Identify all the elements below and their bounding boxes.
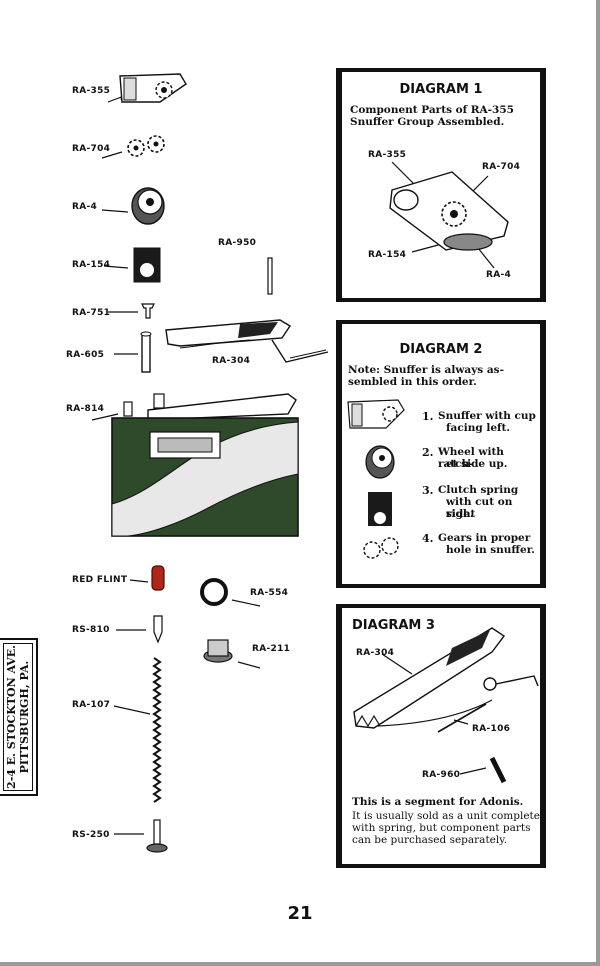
rivet-part-drawing [108,303,155,319]
diagram-3-label-ra-960: RA-960 [422,770,461,780]
stamp-line-2: PITTSBURGH, PA. [18,660,31,774]
lighter-body-drawing [91,393,299,537]
diagram-1-label-ra-704: RA-704 [482,162,521,172]
label-rs-810: RS-810 [72,625,110,635]
washer-drawing [200,578,261,607]
page-number: 21 [287,903,313,924]
flint-spring-cap-drawing [116,615,163,644]
diagram-3-segment-drawing [353,627,539,784]
diagram-3-caption-4: can be purchased separately. [352,834,508,846]
step-1-number: 1. [422,410,434,423]
label-red-flint: RED FLINT [72,575,128,585]
diagram-3-box: DIAGRAM 3 RA-304 RA-106 RA-960 This is a… [336,604,546,868]
diagram-3-label-ra-304: RA-304 [356,648,395,658]
diagram-3-caption-2: It is usually sold as a unit complete [352,810,540,822]
label-ra-605: RA-605 [66,350,105,360]
flint-screw-drawing [114,819,168,853]
diagram-3-label-ra-106: RA-106 [472,724,511,734]
diagram-1-caption-2: Snuffer Group Assembled. [350,116,505,128]
address-stamp-text: 2-4 E. STOCKTON AVE. PITTSBURGH, PA. [5,645,31,789]
label-ra-107: RA-107 [72,700,111,710]
step-2-number: 2. [422,446,434,459]
diagram-2-note-1: Note: Snuffer is always as- [348,364,504,376]
tube-part-drawing [114,331,152,373]
diagram-1-label-ra-4: RA-4 [486,270,512,280]
address-stamp-frame [3,643,33,791]
address-stamp: 2-4 E. STOCKTON AVE. PITTSBURGH, PA. [0,638,38,796]
step-3-line-2: with cut on right [446,496,513,520]
diagram-2-parts-drawing [347,399,405,559]
coil-spring-drawing [113,657,162,803]
label-ra-211: RA-211 [252,644,291,654]
stamp-line-1: 2-4 E. STOCKTON AVE. [5,645,18,789]
label-ra-751: RA-751 [72,308,111,318]
label-ra-154: RA-154 [72,260,111,270]
gears-part-drawing [101,135,165,159]
step-1-line-1: Snuffer with cup [438,410,536,422]
step-2-line-1: Wheel with ratch- [438,446,504,470]
label-rs-250: RS-250 [72,830,110,840]
diagram-3-caption-3: with spring, but component parts [352,822,531,834]
label-ra-554: RA-554 [250,588,289,598]
diagram-3-title: DIAGRAM 3 [352,618,435,633]
step-4-number: 4. [422,532,434,545]
wheel-part-drawing [101,187,165,225]
diagram-1-label-ra-154: RA-154 [368,250,407,260]
step-4-line-1: Gears in proper [438,532,531,544]
diagram-3-caption-1: This is a segment for Adonis. [352,796,524,808]
pin-part-drawing [267,257,273,295]
diagram-2-box: DIAGRAM 2 Note: Snuffer is always as- se… [336,320,546,588]
step-1-line-2: facing left. [446,422,511,434]
flint-drawing [129,565,165,591]
diagram-1-title: DIAGRAM 1 [399,82,483,97]
diagram-1-label-ra-355: RA-355 [368,150,407,160]
step-3-number: 3. [422,484,434,497]
label-ra-355: RA-355 [72,86,111,96]
step-4-line-2: hole in snuffer. [446,544,535,556]
segment-part-drawing [165,319,329,363]
diagram-2-title: DIAGRAM 2 [399,342,483,357]
label-ra-4: RA-4 [72,202,98,212]
step-2-line-2: et side up. [446,458,508,470]
label-ra-950: RA-950 [218,238,257,248]
step-3-line-3: side. [446,508,474,520]
label-ra-704: RA-704 [72,144,111,154]
diagram-1-caption-1: Component Parts of RA-355 [350,104,514,116]
screw-drawing [203,639,261,669]
label-ra-814: RA-814 [66,404,105,414]
diagram-1-box: DIAGRAM 1 Component Parts of RA-355 Snuf… [336,68,546,302]
step-3-line-1: Clutch spring [438,484,519,496]
label-ra-304: RA-304 [212,356,251,366]
diagram-1-assembly-drawing [389,161,509,269]
clutch-spring-part-drawing [103,247,161,283]
diagram-2-note-2: sembled in this order. [348,376,477,388]
snuffer-part-drawing [107,73,187,103]
